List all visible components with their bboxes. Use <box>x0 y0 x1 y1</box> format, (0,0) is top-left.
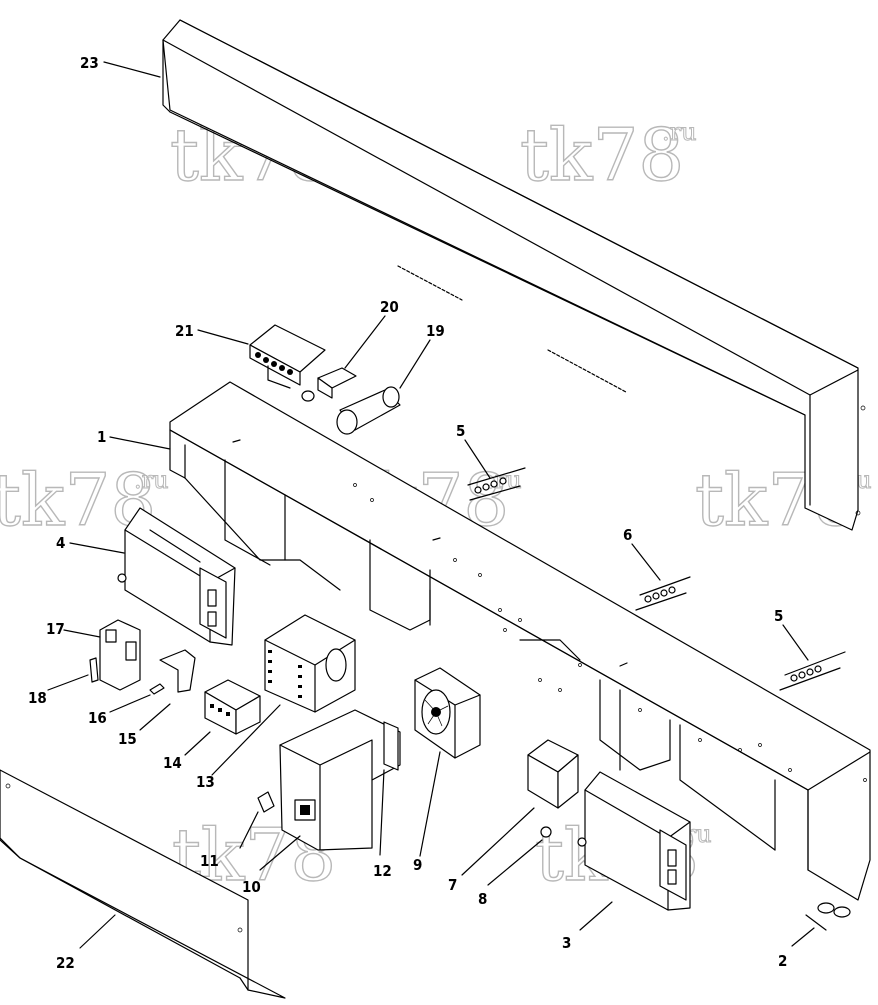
part-16-fuse-holder <box>149 683 165 695</box>
callout-21: 21 <box>175 322 194 340</box>
part-5-hardware-top <box>467 467 526 501</box>
callout-18: 18 <box>28 689 47 707</box>
part-5-hardware-right <box>779 651 846 691</box>
callout-3: 3 <box>562 934 571 952</box>
part-1-chassis <box>169 381 871 901</box>
callout-11: 11 <box>200 852 219 870</box>
part-19-capacitor <box>336 386 401 435</box>
part-13-transformer <box>264 614 356 713</box>
callout-4: 4 <box>56 534 65 552</box>
callout-8: 8 <box>478 890 487 908</box>
callout-10: 10 <box>242 878 261 896</box>
part-22-front-panel <box>0 769 286 999</box>
watermark-suffix: .ru <box>662 118 697 146</box>
part-14-contactor <box>204 679 261 735</box>
callout-16: 16 <box>88 709 107 727</box>
part-3-control-module <box>577 771 691 911</box>
callout-12: 12 <box>373 862 392 880</box>
part-12-bracket <box>279 709 401 851</box>
callout-13: 13 <box>196 773 215 791</box>
part-2-feet <box>805 902 851 931</box>
callout-labels: 23 21 20 19 1 5 4 6 5 17 18 16 15 14 13 … <box>28 54 787 972</box>
part-15-clip <box>159 649 196 693</box>
callout-6: 6 <box>623 526 632 544</box>
callout-20: 20 <box>380 298 399 316</box>
part-7-junction-box <box>527 739 579 809</box>
part-11-terminal <box>257 791 275 813</box>
callout-7: 7 <box>448 876 457 894</box>
part-9-fan <box>414 667 481 759</box>
callout-22: 22 <box>56 954 75 972</box>
callout-23: 23 <box>80 54 99 72</box>
callout-19: 19 <box>426 322 445 340</box>
watermark-suffix: .ru <box>134 466 169 494</box>
callout-5-top: 5 <box>456 422 465 440</box>
callout-5-right: 5 <box>774 607 783 625</box>
chassis-holes <box>232 439 867 782</box>
part-6-hardware <box>635 576 691 611</box>
part-4-control-module <box>117 507 236 646</box>
callout-17: 17 <box>46 620 65 638</box>
part-23-top-cover <box>162 19 866 531</box>
callout-14: 14 <box>163 754 182 772</box>
callout-leaders <box>47 61 815 949</box>
part-20-switch <box>301 367 357 402</box>
vent-slots <box>397 265 627 393</box>
callout-15: 15 <box>118 730 137 748</box>
part-18-fuse <box>89 657 99 683</box>
part-21-terminal-block <box>249 324 326 389</box>
part-17-relay-bracket <box>99 619 141 691</box>
watermark-text: tk78 <box>520 113 684 197</box>
callout-1: 1 <box>97 428 106 446</box>
part-8-grommet <box>540 826 552 838</box>
watermark-2: tk78 .ru <box>519 112 697 197</box>
callout-2: 2 <box>778 952 787 970</box>
callout-9: 9 <box>413 856 422 874</box>
